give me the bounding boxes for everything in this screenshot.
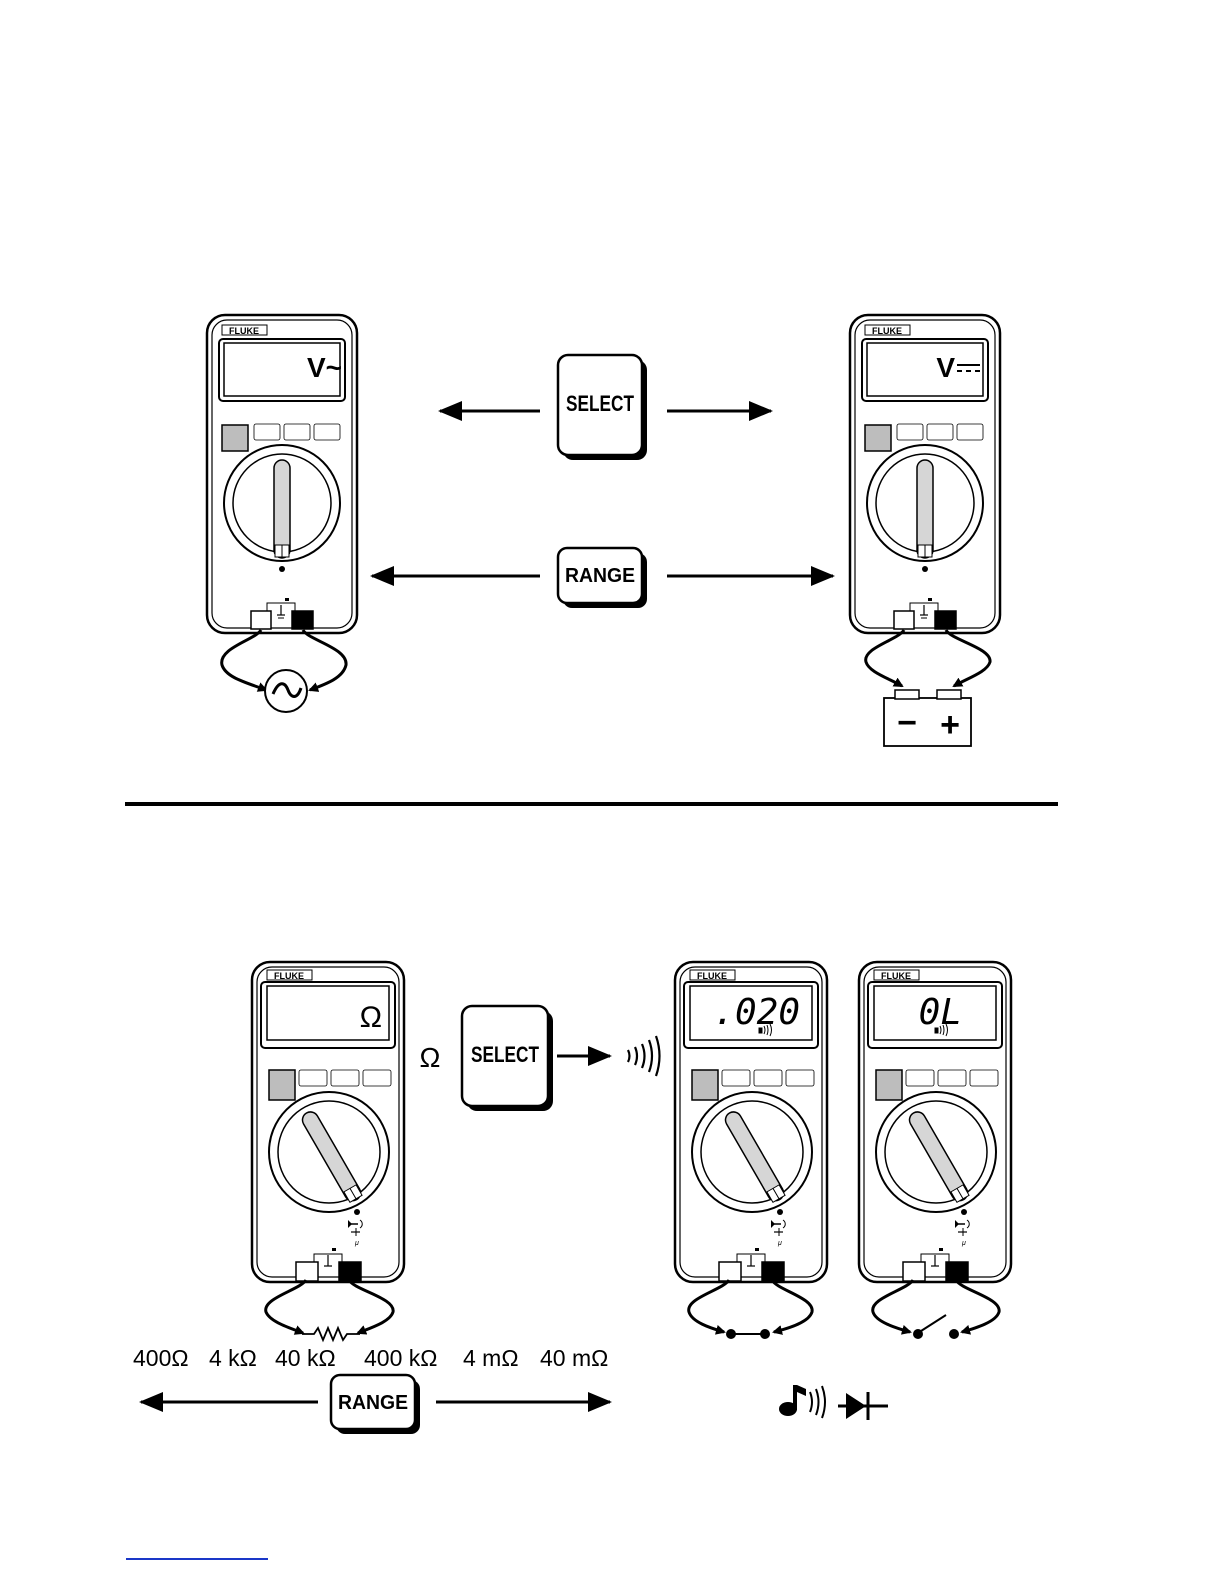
select-key[interactable]: SELECT: [462, 1006, 553, 1111]
ohm-jack[interactable]: [762, 1262, 784, 1281]
soft-button[interactable]: [363, 1070, 391, 1086]
soft-button[interactable]: [786, 1070, 814, 1086]
soft-button[interactable]: [754, 1070, 782, 1086]
dial-pointer: [917, 460, 933, 558]
range-value-0: 400Ω: [133, 1345, 189, 1371]
brand-logo: FLUKE: [274, 971, 304, 981]
ohm-jack[interactable]: [946, 1262, 968, 1281]
display-reading: V~: [307, 352, 342, 383]
top-section: FLUKE V~: [207, 315, 1000, 746]
svg-text:μ: μ: [961, 1240, 966, 1247]
bottom-section: FLUKE Ω μ: [133, 962, 1011, 1434]
resistance-range-values: 400Ω 4 kΩ 40 kΩ 400 kΩ 4 mΩ 40 mΩ: [133, 1345, 608, 1371]
resistor-test-leads: [266, 1280, 393, 1340]
dc-test-leads: − +: [866, 630, 990, 746]
continuity-sound-icon: [628, 1036, 660, 1076]
meter-resistance: FLUKE Ω μ: [252, 962, 404, 1282]
soft-button[interactable]: [957, 424, 983, 440]
resistor-icon: [302, 1328, 360, 1340]
hold-button[interactable]: [222, 425, 248, 451]
soft-button[interactable]: [927, 424, 953, 440]
volt-jack[interactable]: [292, 611, 313, 629]
range-value-4: 4 mΩ: [463, 1345, 519, 1371]
com-jack[interactable]: [719, 1262, 741, 1281]
brand-logo: FLUKE: [872, 326, 902, 336]
continuity-sound-icon: [810, 1386, 825, 1418]
range-value-2: 40 kΩ: [275, 1345, 336, 1371]
range-value-5: 40 mΩ: [540, 1345, 608, 1371]
soft-button[interactable]: [284, 424, 310, 440]
dial-pointer: [274, 460, 290, 558]
select-key[interactable]: SELECT: [558, 355, 647, 460]
battery-positive: +: [940, 706, 960, 744]
meter-continuity-closed: FLUKE .020: [675, 962, 827, 1282]
com-jack[interactable]: [251, 611, 271, 629]
range-key[interactable]: RANGE: [331, 1375, 420, 1434]
select-key-label: SELECT: [566, 391, 634, 416]
battery-icon: − +: [884, 690, 971, 746]
hold-button[interactable]: [269, 1070, 295, 1100]
range-value-1: 4 kΩ: [209, 1345, 257, 1371]
volt-jack[interactable]: [935, 611, 956, 629]
svg-text:μ: μ: [354, 1240, 359, 1247]
com-jack[interactable]: [296, 1262, 318, 1281]
svg-text:μ: μ: [777, 1240, 782, 1247]
soft-button[interactable]: [722, 1070, 750, 1086]
closed-circuit-leads: [689, 1280, 812, 1339]
soft-button[interactable]: [897, 424, 923, 440]
ohm-jack[interactable]: [339, 1262, 361, 1281]
range-key[interactable]: RANGE: [558, 548, 647, 608]
soft-button[interactable]: [299, 1070, 327, 1086]
brand-logo: FLUKE: [229, 326, 259, 336]
meter-ac-voltage: FLUKE V~: [207, 315, 357, 633]
range-key-label: RANGE: [338, 1392, 408, 1414]
hold-button[interactable]: [865, 425, 891, 451]
brand-logo: FLUKE: [697, 971, 727, 981]
hold-button[interactable]: [692, 1070, 718, 1100]
hold-button[interactable]: [876, 1070, 902, 1100]
com-jack[interactable]: [903, 1262, 925, 1281]
soft-button[interactable]: [331, 1070, 359, 1086]
soft-button[interactable]: [938, 1070, 966, 1086]
range-value-3: 400 kΩ: [364, 1345, 437, 1371]
soft-button[interactable]: [254, 424, 280, 440]
soft-button[interactable]: [314, 424, 340, 440]
soft-button[interactable]: [970, 1070, 998, 1086]
meter-dc-voltage: FLUKE V: [850, 315, 1000, 633]
brand-logo: FLUKE: [881, 971, 911, 981]
display-reading: .020: [713, 992, 800, 1033]
com-jack[interactable]: [894, 611, 914, 629]
lcd-display: [867, 343, 983, 396]
range-key-label: RANGE: [565, 565, 635, 587]
meter-continuity-open: FLUKE 0L: [859, 962, 1011, 1282]
closed-circuit-icon: [726, 1329, 770, 1339]
open-switch-leads: [873, 1280, 999, 1339]
ohm-mode-label: Ω: [420, 1042, 441, 1073]
open-switch-icon: [913, 1315, 959, 1339]
select-key-label: SELECT: [471, 1042, 539, 1067]
battery-negative: −: [897, 704, 917, 742]
soft-button[interactable]: [906, 1070, 934, 1086]
beeper-note-icon: [779, 1385, 806, 1416]
footer-rule: [126, 1558, 268, 1560]
ac-test-leads: [222, 630, 346, 712]
diode-icon: [838, 1392, 888, 1420]
display-reading: V: [936, 352, 955, 383]
display-reading: Ω: [360, 1001, 382, 1034]
